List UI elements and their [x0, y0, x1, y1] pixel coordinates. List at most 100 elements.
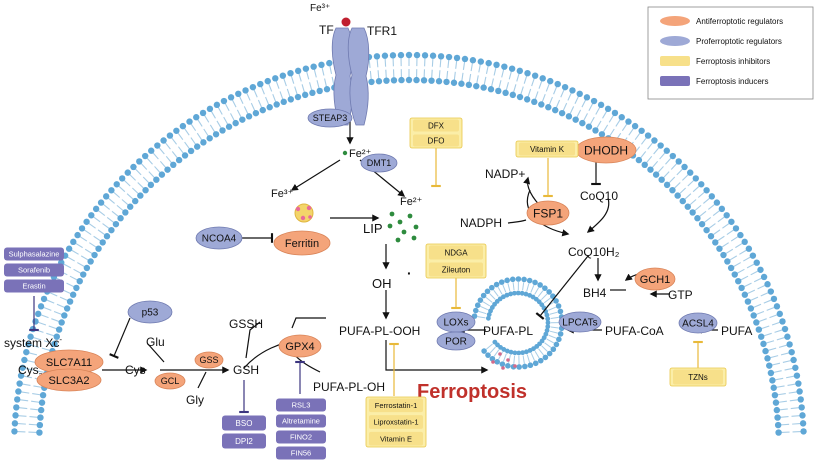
gss-label: GSS [199, 355, 218, 365]
system-xc-label: system Xc- [4, 335, 62, 350]
fino2-compound-label: FINO2 [290, 433, 312, 442]
tzns-box: TZNs [669, 367, 727, 387]
pufa-pl-oh-label: PUFA-PL-OH [313, 380, 385, 394]
gcl-label: GCL [161, 376, 180, 386]
tzns-compound-label: TZNs [688, 373, 708, 382]
sulphasalazine-compound-label: Sulphasalazine [9, 250, 60, 259]
tf-label: TF [319, 23, 334, 37]
slc7a11-node: SLC7A11 [34, 349, 104, 375]
pufa-label: PUFA [721, 324, 752, 338]
legend-item-label: Ferroptosis inhibitors [696, 57, 770, 66]
legend-item: Ferroptosis inducers [660, 76, 768, 86]
bh4-label: BH4 [583, 286, 607, 300]
pufa-pl-label: PUFA-PL [483, 324, 533, 338]
liposome-vesicle [471, 276, 565, 370]
dmt1-label: DMT1 [367, 158, 392, 168]
fsp1-label: FSP1 [533, 206, 563, 220]
sorafenib-compound-label: Sorafenib [18, 266, 50, 275]
gly-label: Gly [186, 393, 204, 407]
legend-item: Antiferroptotic regulators [660, 16, 783, 26]
ndga-box: NDGA Zileuton [425, 243, 487, 279]
bso-box: BSO DPI2 [222, 415, 266, 449]
legend-item-label: Antiferroptotic regulators [696, 17, 783, 26]
altretamine-compound-label: Altretamine [282, 417, 320, 426]
slc3a2-label: SLC3A2 [49, 375, 90, 387]
lpcats-node: LPCATs [558, 311, 602, 333]
cys-label: Cys [125, 363, 146, 377]
ncoa4-node: NCOA4 [195, 226, 243, 250]
dhodh-label: DHODH [584, 143, 628, 157]
dfx-compound-label: DFX [428, 121, 445, 130]
steap3-node: STEAP3 [307, 108, 353, 128]
slc7a11-label: SLC7A11 [46, 357, 92, 369]
liproxstatin-compound-label: Liproxstatin-1 [373, 418, 418, 427]
hydroxyl-radical-label: OH [372, 276, 392, 291]
fe3-iron-icon [341, 17, 351, 27]
por-node: POR [436, 331, 476, 351]
por-label: POR [445, 337, 467, 348]
fe3-top-label: Fe³⁺ [310, 3, 330, 14]
dmt1-node: DMT1 [360, 153, 398, 173]
rsl3-compound-label: RSL3 [292, 401, 311, 410]
gcl-node: GCL [154, 372, 186, 390]
dfo-compound-label: DFO [428, 136, 445, 145]
nadp-label: NADP+ [485, 167, 525, 181]
ferrostatin-compound-label: Ferrostatin-1 [375, 401, 418, 410]
bso-compound-label: BSO [236, 419, 253, 428]
fe3-left-label: Fe³⁺ [271, 188, 294, 200]
dpi2-compound-label: DPI2 [235, 437, 253, 446]
compound-boxes: DFX DFO Vitamin K NDGA ZileutonFerrostatin-1… [4, 117, 727, 460]
vitamin_k-compound-label: Vitamin K [530, 145, 565, 154]
gch1-node: GCH1 [634, 267, 676, 291]
glu-label: Glu [146, 335, 165, 349]
steap3-label: STEAP3 [313, 113, 348, 123]
coq10h2-label: CoQ10H₂ [568, 245, 620, 259]
legend-item: Proferroptotic regulators [660, 36, 782, 46]
gss-node: GSS [194, 351, 224, 369]
acsl4-label: ACSL4 [682, 319, 714, 330]
legend: Antiferroptotic regulatorsProferroptotic… [647, 6, 814, 100]
p53-label: p53 [142, 308, 159, 319]
nadph-label: NADPH [460, 216, 502, 230]
tfr1-receptor [331, 17, 370, 126]
pufa-pl-ooh-label: PUFA-PL-OOH [339, 324, 420, 338]
radical-dot: · [407, 265, 412, 281]
gsh-label: GSH [233, 363, 259, 377]
tfr1-label: TFR1 [367, 24, 397, 38]
gtp-label: GTP [668, 288, 693, 302]
legend-item-label: Ferroptosis inducers [696, 77, 768, 86]
gssh-label: GSSH [229, 317, 263, 331]
dhodh-node: DHODH [575, 136, 637, 164]
ferritin-icon [294, 203, 314, 223]
gpx4-node: GPX4 [278, 334, 322, 358]
loxs-label: LOXs [443, 318, 468, 329]
fin56-compound-label: FIN56 [291, 449, 311, 458]
zileuton-compound-label: Zileuton [442, 265, 470, 274]
pufa-coa-label: PUFA-CoA [605, 324, 664, 338]
dfx-box: DFX DFO [409, 117, 463, 149]
slc3a2-node: SLC3A2 [36, 368, 102, 392]
gch1-label: GCH1 [640, 274, 671, 286]
ndga-compound-label: NDGA [444, 248, 468, 257]
cell-membrane [11, 51, 807, 436]
fe2-dot [342, 150, 348, 156]
legend-item-label: Proferroptotic regulators [696, 37, 782, 46]
legend-item: Ferroptosis inhibitors [660, 56, 770, 66]
acsl4-node: ACSL4 [678, 312, 718, 334]
gpx4-label: GPX4 [285, 341, 314, 353]
erastin-compound-label: Erastin [22, 282, 45, 291]
ncoa4-label: NCOA4 [202, 234, 237, 245]
ferroptosis-label: Ferroptosis [417, 381, 527, 403]
vitamin_e-compound-label: Vitamin E [380, 434, 412, 443]
fe2-right-label: Fe²⁺ [400, 196, 423, 208]
loxs-node: LOXs [436, 311, 476, 333]
coq10-label: CoQ10 [580, 189, 618, 203]
lip-label: LIP [363, 221, 383, 236]
p53-node: p53 [127, 300, 173, 324]
ferritin-label: Ferritin [285, 238, 319, 250]
ferritin-node: Ferritin [273, 230, 331, 256]
